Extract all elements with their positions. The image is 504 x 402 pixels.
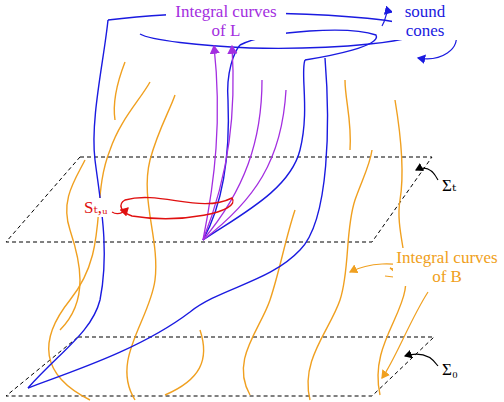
sound-cone xyxy=(28,13,421,388)
plane-label: Σ₀ xyxy=(440,360,460,379)
curve-label: Integral curves of B xyxy=(393,248,501,286)
curve-label: Integral curves of L xyxy=(166,2,286,40)
plane-label: Σₜ xyxy=(440,176,458,195)
pointer-arrow xyxy=(112,208,128,214)
pointer-arrow xyxy=(416,168,438,180)
integral-curves-b xyxy=(49,62,406,400)
pointer-arrow xyxy=(405,354,438,366)
pointer-arrow xyxy=(382,292,428,378)
cone-label: sound cones xyxy=(392,2,458,40)
sphere-label: Sₜ,ᵤ xyxy=(82,198,109,217)
sphere-curve xyxy=(121,197,233,218)
pointer-arrow xyxy=(382,12,392,26)
integral-curves-l xyxy=(203,46,286,240)
